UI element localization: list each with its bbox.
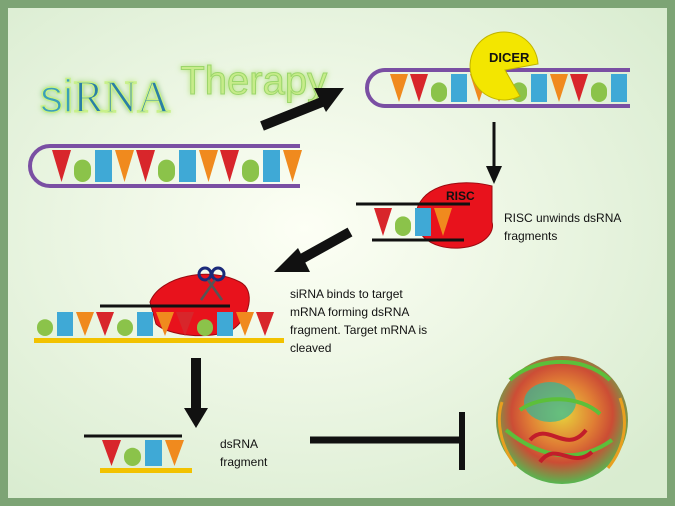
nucleotide-base — [434, 208, 452, 236]
nucleotide-base — [415, 208, 431, 236]
inhibition-bar — [310, 412, 465, 470]
nucleotide-base — [256, 312, 274, 336]
hairpin-rna-left — [28, 144, 302, 188]
arrow-down-to-risc — [486, 122, 502, 184]
nucleotide-base — [165, 440, 184, 466]
nucleotide-base — [531, 74, 547, 102]
nucleotide-base — [115, 150, 134, 182]
caption-binding-line-3: fragment. Target mRNA is — [290, 323, 427, 337]
arrow-to-dicer — [260, 88, 344, 131]
scissors-icon — [197, 266, 226, 301]
nucleotide-base — [176, 312, 194, 336]
dicer-label: DICER — [489, 50, 530, 65]
nucleotide-base — [76, 312, 94, 336]
nucleotide-base — [158, 159, 175, 182]
nucleotide-base — [124, 447, 141, 466]
caption-risc: RISC unwinds dsRNA fragments — [504, 211, 624, 243]
caption-fragment-line-1: dsRNA — [220, 437, 258, 451]
nucleotide-base — [199, 150, 218, 182]
nucleotide-base — [145, 440, 162, 466]
nucleotide-base — [102, 440, 121, 466]
nucleotide-base — [74, 159, 91, 182]
nucleotide-base — [37, 319, 53, 336]
caption-fragment: dsRNA fragment — [220, 437, 268, 469]
caption-risc-line-1: RISC unwinds dsRNA — [504, 211, 621, 225]
protein-structure-image — [496, 356, 628, 484]
caption-risc-line-2: fragments — [504, 229, 557, 243]
nucleotide-base — [410, 74, 428, 102]
nucleotide-base — [137, 312, 153, 336]
arrow-to-binding — [274, 227, 353, 272]
caption-binding: siRNA binds to target mRNA forming dsRNA… — [290, 287, 431, 355]
nucleotide-base — [217, 312, 233, 336]
nucleotide-base — [52, 150, 71, 182]
risc-bases — [374, 208, 452, 236]
nucleotide-base — [220, 150, 239, 182]
nucleotide-base — [197, 319, 213, 336]
caption-binding-line-2: mRNA forming dsRNA — [290, 305, 409, 319]
hairpin-left-bases — [52, 150, 302, 182]
nucleotide-base — [117, 319, 133, 336]
nucleotide-base — [431, 82, 447, 102]
title-prefix: si — [40, 70, 73, 122]
nucleotide-base — [374, 208, 392, 236]
nucleotide-base — [236, 312, 254, 336]
nucleotide-base — [390, 74, 408, 102]
nucleotide-base — [136, 150, 155, 182]
dicer-enzyme: DICER — [469, 31, 539, 101]
dsrna-fragment — [84, 434, 192, 473]
nucleotide-base — [570, 74, 588, 102]
mrna-bases — [37, 312, 274, 336]
arrow-down-to-fragment — [184, 358, 208, 428]
nucleotide-base — [179, 150, 196, 182]
nucleotide-base — [57, 312, 73, 336]
nucleotide-base — [395, 216, 411, 236]
nucleotide-base — [156, 312, 174, 336]
nucleotide-base — [591, 82, 607, 102]
fragment-bases — [102, 440, 184, 466]
caption-fragment-line-2: fragment — [220, 455, 268, 469]
risc-complex: RISC — [356, 182, 494, 249]
nucleotide-base — [611, 74, 627, 102]
nucleotide-base — [242, 159, 259, 182]
risc-label: RISC — [446, 189, 475, 203]
nucleotide-base — [263, 150, 280, 182]
nucleotide-base — [283, 150, 302, 182]
binding-stage — [34, 266, 284, 343]
nucleotide-base — [550, 74, 568, 102]
title-suffix: Therapy — [180, 59, 327, 103]
nucleotide-base — [95, 150, 112, 182]
title-rna: RNA — [73, 71, 170, 122]
caption-binding-line-4: cleaved — [290, 341, 331, 355]
caption-binding-line-1: siRNA binds to target — [290, 287, 403, 301]
nucleotide-base — [96, 312, 114, 336]
nucleotide-base — [451, 74, 467, 102]
